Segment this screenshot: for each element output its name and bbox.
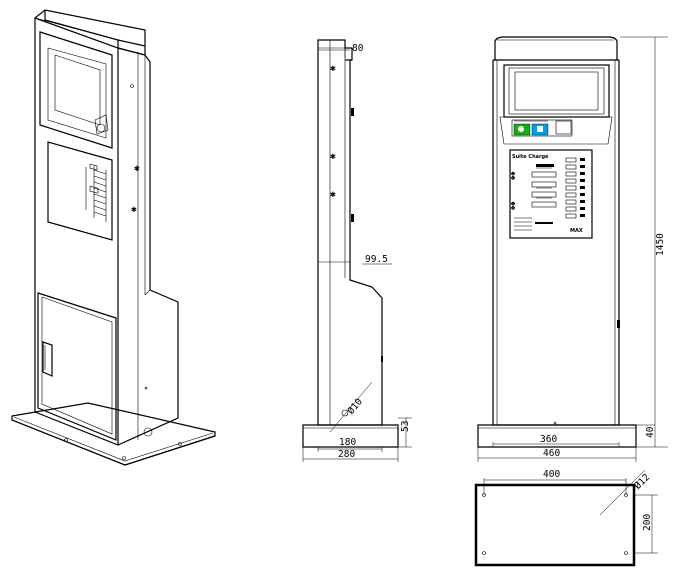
- side-view: 80 ✱ ✱ ✱ 99.5 Ø10 53 180 280: [302, 39, 412, 462]
- svg-text:✱: ✱: [330, 63, 336, 74]
- dim-front-inner: 360: [540, 434, 557, 445]
- dim-plan-depth: 200: [642, 514, 653, 531]
- svg-text:✱: ✱: [131, 204, 137, 215]
- dim-plan-spacing: 400: [543, 469, 560, 480]
- dim-front-base-height: 40: [645, 426, 656, 438]
- panel-text-left-bottom: ΦΦ: [511, 201, 517, 210]
- dim-front-height: 1450: [655, 233, 666, 256]
- dim-side-inner: 180: [339, 437, 356, 448]
- dim-side-offset: 99.5: [365, 254, 388, 265]
- svg-text:✱: ✱: [134, 163, 140, 174]
- dim-front-base: 460: [543, 448, 560, 459]
- panel-brand-logo: Suite Charge: [512, 154, 549, 160]
- front-slot-column: [565, 157, 585, 219]
- plan-view: 400 Ø12 200: [474, 469, 658, 567]
- svg-text:✱: ✱: [330, 151, 336, 162]
- dim-side-base-height: 53: [400, 421, 411, 432]
- dim-side-hole: Ø10: [346, 396, 366, 416]
- svg-text:✱: ✱: [330, 189, 336, 200]
- dim-side-base: 280: [338, 449, 355, 460]
- front-view: Suite Charge ΦΦ ΦΦ: [477, 36, 668, 462]
- dim-plan-hole: Ø12: [632, 472, 652, 492]
- panel-text-left-top: ΦΦ: [511, 171, 517, 180]
- panel-logo-right: MAX: [570, 228, 583, 234]
- isometric-view: ✱ ✱: [11, 9, 216, 466]
- dim-side-top: 80: [352, 43, 364, 54]
